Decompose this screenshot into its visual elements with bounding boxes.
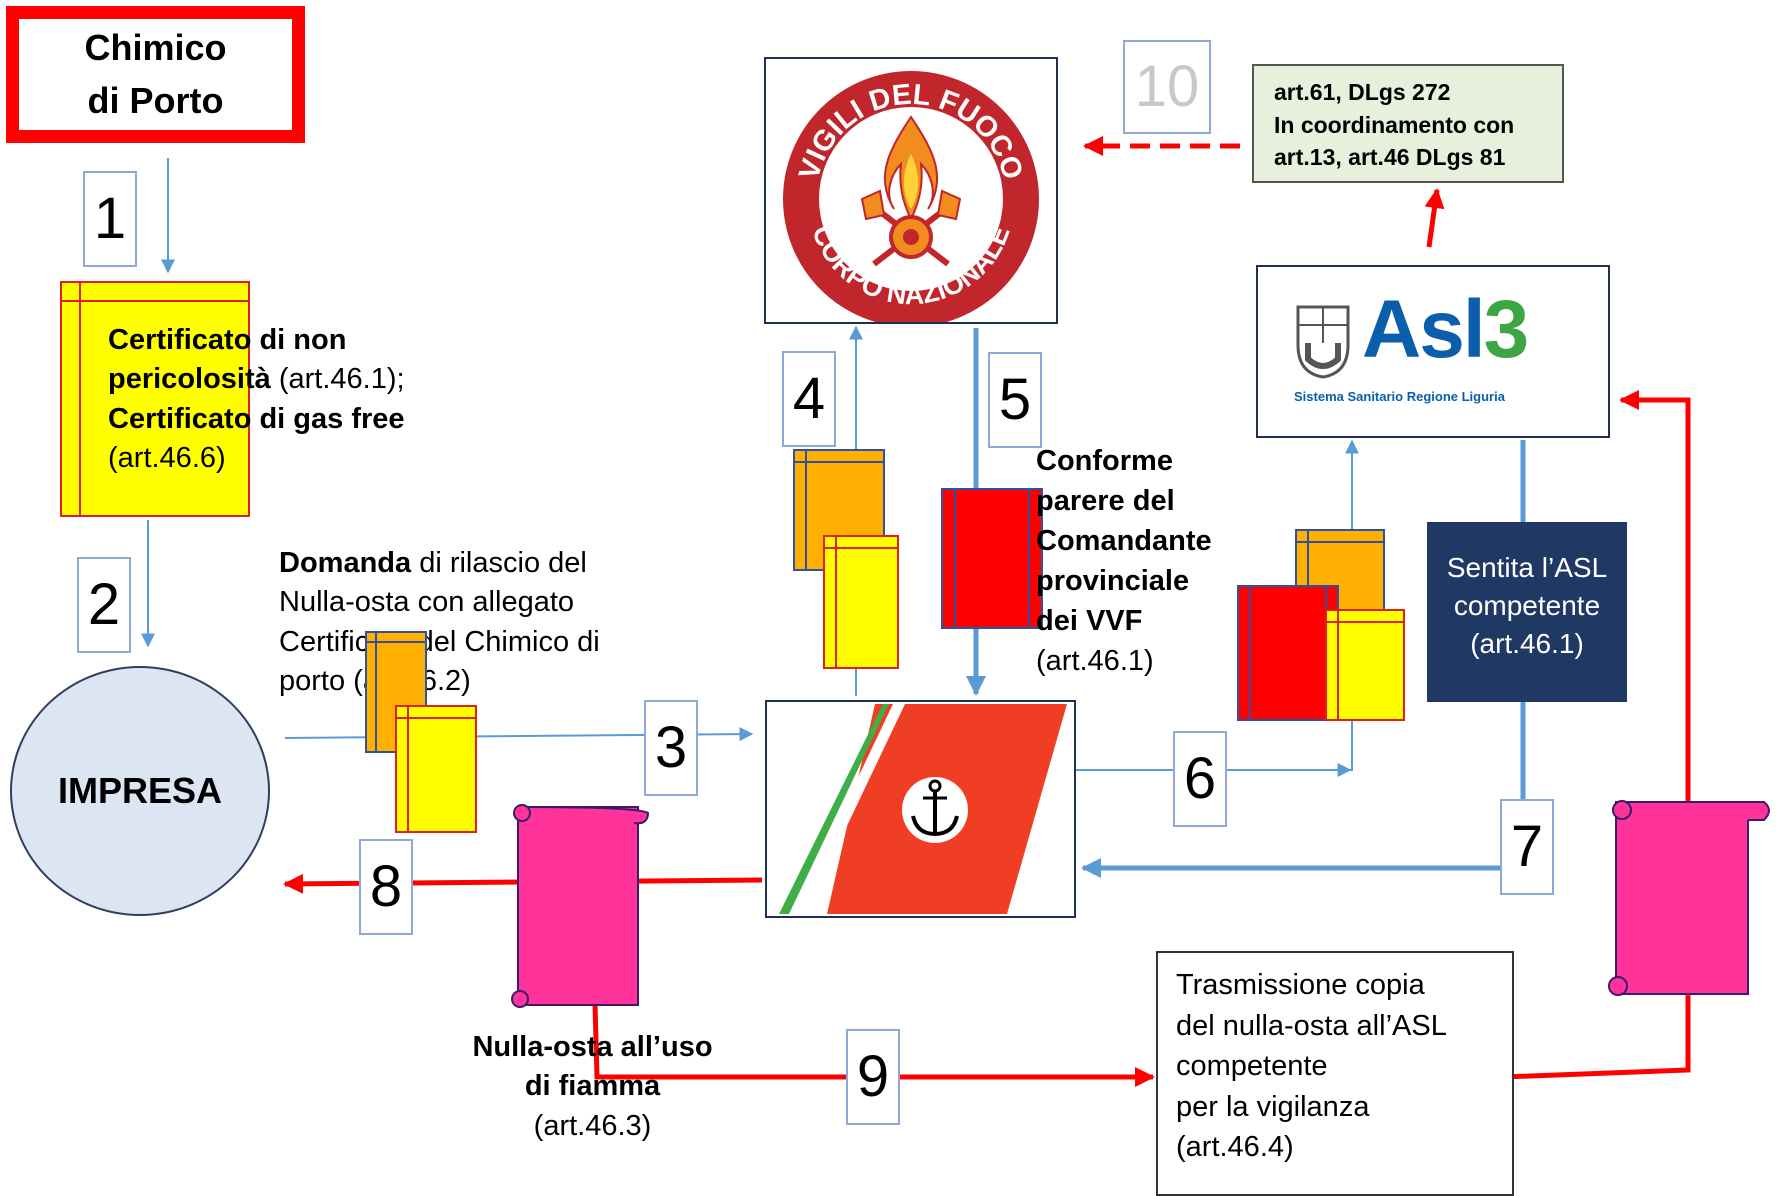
nulla-osta-text: Nulla-osta all’uso di fiamma (art.46.3) — [455, 1028, 730, 1146]
law-line1: art.61, DLgs 272 — [1274, 79, 1451, 105]
domanda-line3: Certificato del Chimico di — [279, 625, 600, 658]
asl-logo-frame: Asl3 Sistema Sanitario Regione Liguria — [1256, 265, 1610, 438]
cert-line2a: pericolosità — [108, 363, 271, 396]
domanda-document-stack-icon — [365, 631, 477, 833]
arrow-to-asl — [1502, 390, 1691, 1080]
vvf-emblem-icon: VIGILI DEL FUOCO CORPO NAZIONALE — [783, 71, 1039, 327]
conforme-line6: (art.46.1) — [1036, 645, 1154, 678]
trasm-line4: per la vigilanza — [1176, 1090, 1370, 1123]
step-9-box: 9 — [846, 1029, 900, 1125]
nulla-line3: (art.46.3) — [533, 1109, 652, 1142]
law-reference-box: art.61, DLgs 272 In coordinamento con ar… — [1252, 64, 1564, 183]
trasm-line5: (art.46.4) — [1176, 1131, 1294, 1164]
asl-subtitle: Sistema Sanitario Regione Liguria — [1294, 389, 1505, 404]
nulla-line2: di fiamma — [524, 1070, 661, 1103]
document-stack-6-icon — [1237, 529, 1405, 721]
domanda-line2: Nulla-osta con allegato — [279, 586, 575, 619]
cert-line1: Certificato di non — [108, 324, 347, 356]
conforme-text: Conforme parere del Comandante provincia… — [1036, 441, 1212, 681]
coast-guard-logo-frame — [765, 700, 1076, 918]
step-2-box: 2 — [77, 557, 131, 653]
asl-wordmark: Asl3 — [1362, 289, 1529, 371]
domanda-bold: Domanda — [279, 547, 412, 579]
step-6-box: 6 — [1173, 731, 1227, 827]
cert-line3: Certificato di gas free — [108, 402, 405, 435]
sentita-line1: Sentita l’ASL — [1446, 552, 1608, 583]
domanda-line1: di rilascio del — [411, 547, 587, 579]
sentita-line2: competente — [1453, 590, 1601, 622]
step-1-box: 1 — [83, 171, 137, 267]
conforme-line2: parere del — [1036, 485, 1175, 518]
asl-wordmark-a: Asl — [1362, 284, 1486, 375]
conforme-line5: dei VVF — [1036, 605, 1143, 638]
trasmissione-box: Trasmissione copia del nulla-osta all’AS… — [1156, 951, 1514, 1196]
certificate-text: Certificato di non pericolosità (art.46.… — [108, 321, 405, 479]
right-scroll-icon — [1608, 800, 1770, 996]
sentita-asl-box: Sentita l’ASL competente (art.46.1) — [1427, 522, 1627, 702]
trasm-line2: del nulla-osta all’ASL — [1176, 1009, 1447, 1042]
vvf-logo-frame: VIGILI DEL FUOCO CORPO NAZIONALE — [764, 57, 1058, 327]
nulla-osta-scroll-icon — [511, 804, 650, 1008]
cert-line4: (art.46.6) — [108, 442, 226, 475]
asl-wordmark-b: 3 — [1483, 284, 1530, 375]
vvf-opinion-document-icon — [941, 488, 1043, 629]
chimico-line1: Chimico — [84, 27, 227, 69]
conforme-line4: provinciale — [1036, 565, 1190, 598]
domanda-text: Domanda di rilascio del Nulla-osta con a… — [279, 544, 600, 702]
trasm-line1: Trasmissione copia — [1176, 969, 1425, 1001]
step-4-box: 4 — [782, 351, 836, 447]
impresa-circle: IMPRESA — [10, 666, 270, 916]
step-10-box: 10 — [1123, 40, 1211, 134]
step-7-box: 7 — [1500, 799, 1554, 895]
nulla-line1: Nulla-osta all’uso — [472, 1031, 713, 1063]
liguria-shield-icon — [1296, 305, 1350, 379]
chimico-line2: di Porto — [87, 79, 224, 121]
arrow-asl-law — [1424, 188, 1445, 248]
step-3-box: 3 — [644, 700, 698, 796]
step-5-box: 5 — [988, 352, 1042, 448]
arrow-9 — [592, 1003, 1155, 1087]
conforme-line1: Conforme — [1036, 445, 1173, 477]
chimico-title-box: Chimico di Porto — [6, 6, 305, 143]
law-line3: art.13, art.46 DLgs 81 — [1274, 144, 1506, 171]
law-line2: In coordinamento con — [1274, 111, 1515, 138]
sentita-line3: (art.46.1) — [1470, 628, 1584, 660]
trasm-line3: competente — [1176, 1050, 1328, 1083]
certificate-document-icon — [60, 281, 250, 517]
impresa-label: IMPRESA — [57, 770, 223, 811]
conforme-line3: Comandante — [1036, 525, 1212, 558]
cert-line2b: (art.46.1); — [270, 363, 405, 396]
document-stack-4-icon — [793, 449, 899, 669]
coast-guard-emblem-icon — [779, 704, 1067, 914]
step-8-box: 8 — [359, 839, 413, 935]
